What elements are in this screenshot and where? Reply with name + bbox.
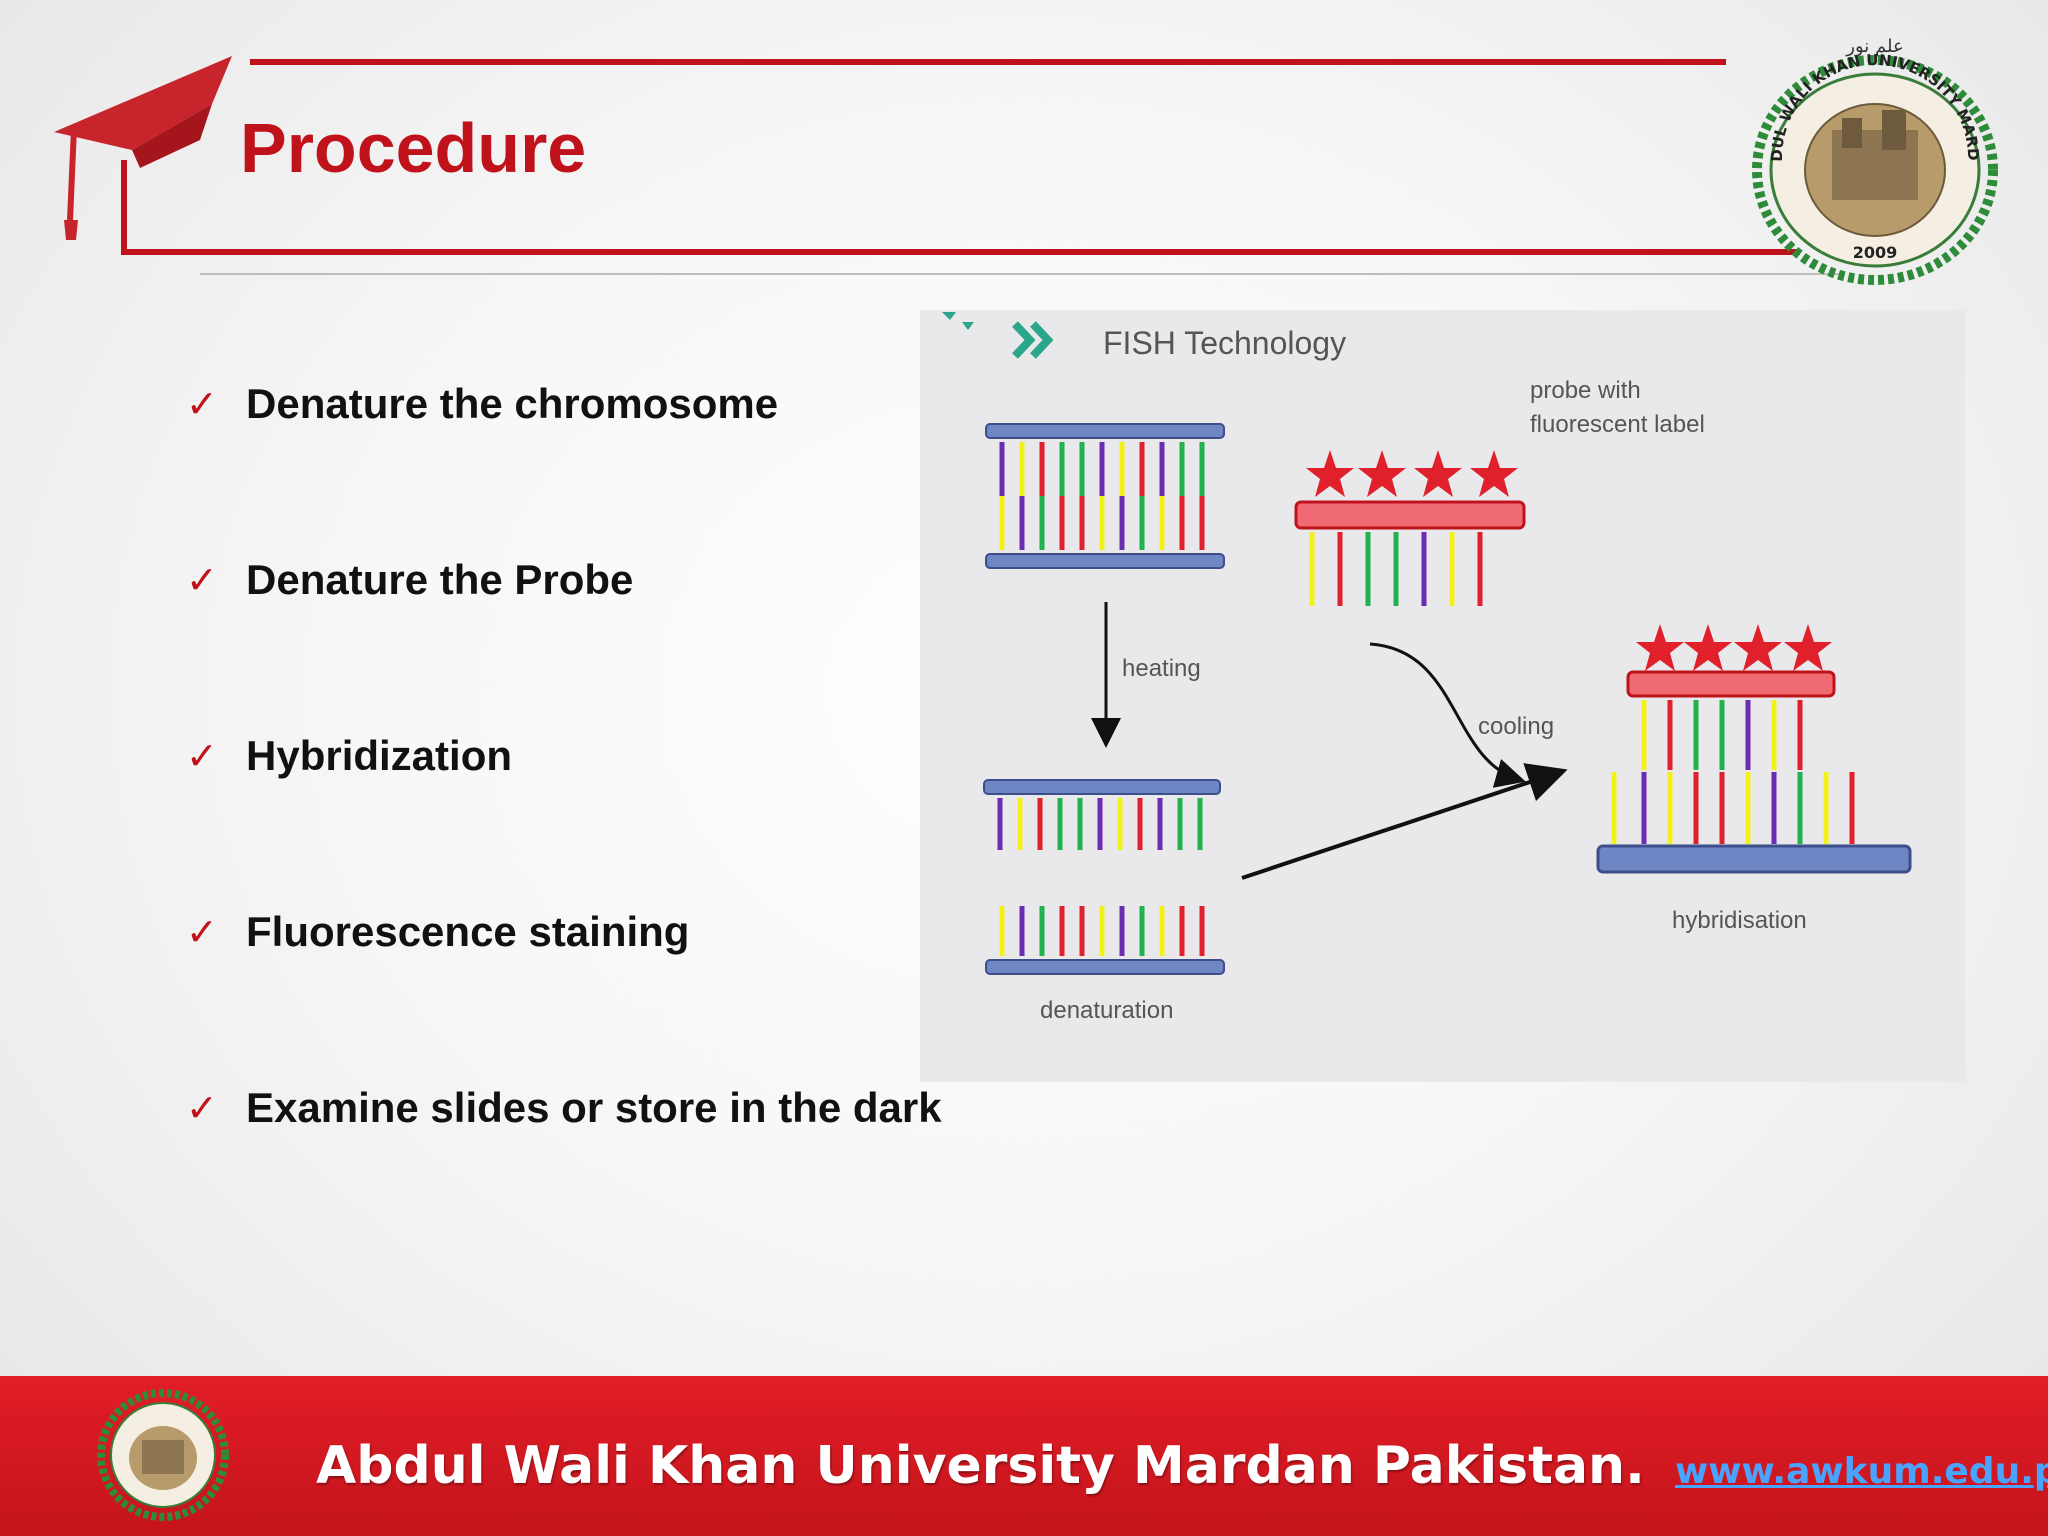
bullet-item-2: ✓ Denature the Probe [186, 556, 633, 604]
figure-title: FISH Technology [1103, 325, 1346, 361]
bullet-item-1: ✓ Denature the chromosome [186, 380, 778, 428]
denaturation-label: denaturation [1040, 997, 1173, 1024]
page-title: Procedure [240, 109, 587, 187]
checkmark-icon: ✓ [186, 910, 218, 954]
bullet-text: Fluorescence staining [246, 908, 690, 955]
bullet-text: Examine slides or store in the dark [246, 1084, 942, 1131]
checkmark-icon: ✓ [186, 1086, 218, 1130]
university-logo: علم نور ABDUL WALI KHAN UNIVERSITY MARDA… [1742, 30, 1998, 285]
probe-label-line1: probe with [1530, 377, 1641, 404]
double-stranded-dna [985, 423, 1225, 569]
footer-logo [97, 1389, 229, 1521]
denatured-strands [983, 779, 1225, 975]
footer-university-name: Abdul Wali Khan University Mardan Pakist… [316, 1436, 2048, 1496]
logo-top-text: علم نور [1845, 36, 1903, 57]
cooling-label: cooling [1478, 713, 1554, 740]
hybridisation-label: hybridisation [1672, 907, 1807, 934]
header-decoration [54, 56, 1840, 275]
heating-label: heating [1122, 655, 1201, 682]
website-link[interactable]: www.awkum.edu.pk [1674, 1451, 2048, 1492]
merge-arrow [1241, 763, 1568, 880]
checkmark-icon: ✓ [186, 382, 218, 426]
bullet-item-5: ✓ Examine slides or store in the dark [186, 1084, 942, 1132]
logo-year: 2009 [1853, 243, 1898, 262]
cooling-arrow [1369, 642, 1526, 788]
bullet-text: Denature the Probe [246, 556, 634, 603]
bullet-item-4: ✓ Fluorescence staining [186, 908, 689, 956]
hybridised-dna [1596, 624, 1912, 874]
footer-bar [0, 1376, 2048, 1536]
fish-diagram: FISH Technology probe with fluorescent l… [942, 312, 1912, 1024]
star-icon [1636, 624, 1832, 671]
bullet-text: Hybridization [246, 732, 513, 779]
graduation-cap-icon [54, 56, 232, 240]
probe-label-line2: fluorescent label [1530, 411, 1705, 438]
chevron-icon [942, 312, 1054, 359]
star-icon [1306, 450, 1518, 497]
university-name: Abdul Wali Khan University Mardan Pakist… [316, 1436, 1645, 1496]
checkmark-icon: ✓ [186, 558, 218, 602]
checkmark-icon: ✓ [186, 734, 218, 778]
fluorescent-probe [1294, 450, 1526, 606]
bullet-text: Denature the chromosome [246, 380, 779, 427]
bullet-item-3: ✓ Hybridization [186, 732, 512, 780]
fish-figure: FISH Technology probe with fluorescent l… [920, 310, 1965, 1082]
